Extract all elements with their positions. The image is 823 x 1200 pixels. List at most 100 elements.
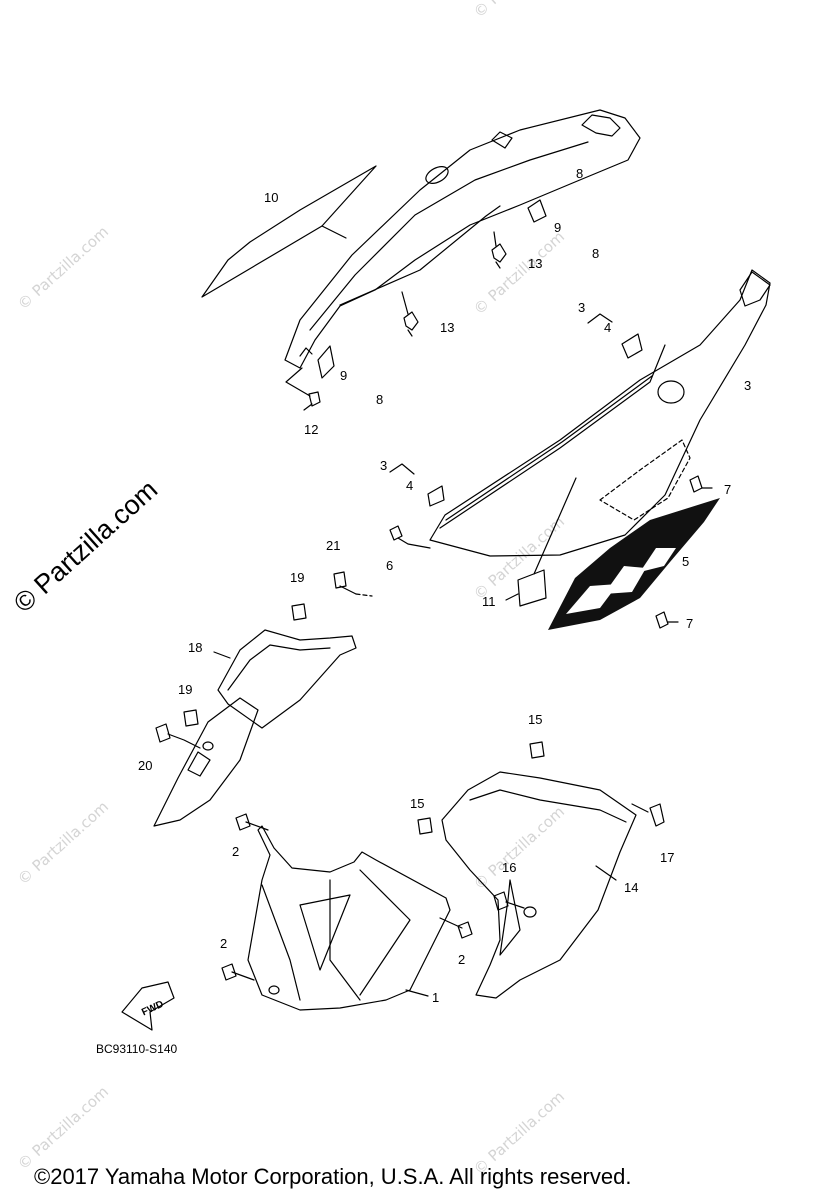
callout-4: 4 bbox=[406, 478, 413, 493]
callout-3: 3 bbox=[578, 300, 585, 315]
part-19-nut bbox=[183, 709, 199, 727]
callout-19: 19 bbox=[290, 570, 304, 585]
part-4-pad bbox=[621, 333, 643, 359]
part-6-screw bbox=[389, 525, 431, 549]
callout-10: 10 bbox=[264, 190, 278, 205]
part-18-bracket bbox=[217, 629, 357, 729]
copyright-notice: ©2017 Yamaha Motor Corporation, U.S.A. A… bbox=[34, 1164, 632, 1189]
part-14-inner bbox=[469, 789, 627, 823]
leader bbox=[213, 651, 231, 659]
callout-2: 2 bbox=[458, 952, 465, 967]
callout-17: 17 bbox=[660, 850, 674, 865]
part-15-nut bbox=[529, 741, 545, 759]
part-17-bolt bbox=[631, 803, 665, 827]
part-3-rear-lamp bbox=[739, 271, 771, 307]
callout-21: 21 bbox=[326, 538, 340, 553]
part-1-inner-line bbox=[261, 884, 301, 1001]
part-1-inner-line bbox=[359, 869, 411, 996]
callout-16: 16 bbox=[502, 860, 516, 875]
fwd-arrow-icon bbox=[121, 981, 175, 1031]
lower-left-bracket-slot bbox=[187, 751, 211, 777]
callout-4: 4 bbox=[604, 320, 611, 335]
callout-8: 8 bbox=[376, 392, 383, 407]
callout-12: 12 bbox=[304, 422, 318, 437]
part-11-label bbox=[517, 569, 547, 607]
callout-1: 1 bbox=[432, 990, 439, 1005]
callout-11: 11 bbox=[482, 594, 496, 609]
callout-13: 13 bbox=[440, 320, 454, 335]
callout-7: 7 bbox=[686, 616, 693, 631]
fwd-label: FWD bbox=[140, 999, 165, 1019]
part-19-nut bbox=[291, 603, 307, 621]
part-12-screw bbox=[303, 391, 321, 411]
part-15-nut bbox=[417, 817, 433, 835]
part-7-clip bbox=[689, 475, 703, 493]
part-4-pad bbox=[427, 485, 445, 507]
leader bbox=[493, 231, 497, 247]
part-7-clip bbox=[655, 611, 669, 629]
lower-left-bracket bbox=[153, 697, 259, 827]
leader bbox=[405, 989, 429, 997]
part-14-right-cover bbox=[441, 771, 637, 999]
callout-3: 3 bbox=[380, 458, 387, 473]
part-13-clip bbox=[491, 243, 507, 269]
callout-19: 19 bbox=[178, 682, 192, 697]
part-8-rear-tabs bbox=[581, 114, 621, 137]
part-3-dashed bbox=[599, 439, 691, 521]
part-14-hole bbox=[523, 906, 537, 918]
callout-14: 14 bbox=[624, 880, 638, 895]
part-8-lower-rail bbox=[339, 205, 501, 306]
part-8-inner-edge bbox=[309, 141, 589, 331]
part-2-screw bbox=[439, 917, 473, 939]
part-14-bracket bbox=[499, 879, 521, 956]
part-10-decal bbox=[201, 165, 377, 298]
part-1-inner-line bbox=[329, 879, 361, 1001]
leader bbox=[667, 487, 713, 623]
leader bbox=[355, 593, 373, 597]
callout-2: 2 bbox=[220, 936, 227, 951]
callout-8: 8 bbox=[576, 166, 583, 181]
callout-18: 18 bbox=[188, 640, 202, 655]
part-18-inner bbox=[227, 644, 331, 691]
callout-13: 13 bbox=[528, 256, 542, 271]
callout-20: 20 bbox=[138, 758, 152, 773]
callout-9: 9 bbox=[340, 368, 347, 383]
part-10-decal-edge bbox=[321, 225, 347, 239]
part-21-bolt bbox=[333, 571, 357, 595]
part-2-screw bbox=[221, 963, 255, 981]
part-8-hole bbox=[425, 166, 449, 184]
bracket-hole bbox=[202, 741, 214, 751]
part-8-tab bbox=[491, 131, 513, 149]
part-13-clip bbox=[403, 311, 419, 337]
callout-2: 2 bbox=[232, 844, 239, 859]
part-2-screw bbox=[235, 813, 269, 831]
part-16-bolt bbox=[493, 891, 525, 911]
part-3-main-cover bbox=[429, 269, 771, 557]
leader bbox=[389, 463, 415, 475]
part-5-decal bbox=[548, 498, 720, 630]
callout-15: 15 bbox=[528, 712, 542, 727]
callout-7: 7 bbox=[724, 482, 731, 497]
part-9-pad bbox=[317, 345, 335, 379]
leader bbox=[587, 313, 613, 324]
part-1-front-cover bbox=[247, 825, 451, 1011]
callout-5: 5 bbox=[682, 554, 689, 569]
part-20-bolt bbox=[155, 723, 201, 749]
leader bbox=[285, 367, 311, 397]
part-3-top-rail-inner bbox=[445, 375, 653, 521]
part-3-top-rail bbox=[439, 344, 666, 529]
callout-15: 15 bbox=[410, 796, 424, 811]
diagram-code: BC93110-S140 bbox=[96, 1042, 178, 1056]
part-9-pad bbox=[527, 199, 547, 223]
part-8-upper-cover bbox=[284, 109, 641, 369]
callout-3: 3 bbox=[744, 378, 751, 393]
leader bbox=[401, 291, 409, 315]
leader bbox=[595, 865, 617, 881]
part-1-hatch bbox=[299, 894, 351, 971]
part-3-hole bbox=[657, 380, 685, 404]
callout-9: 9 bbox=[554, 220, 561, 235]
callout-6: 6 bbox=[386, 558, 393, 573]
callout-8: 8 bbox=[592, 246, 599, 261]
